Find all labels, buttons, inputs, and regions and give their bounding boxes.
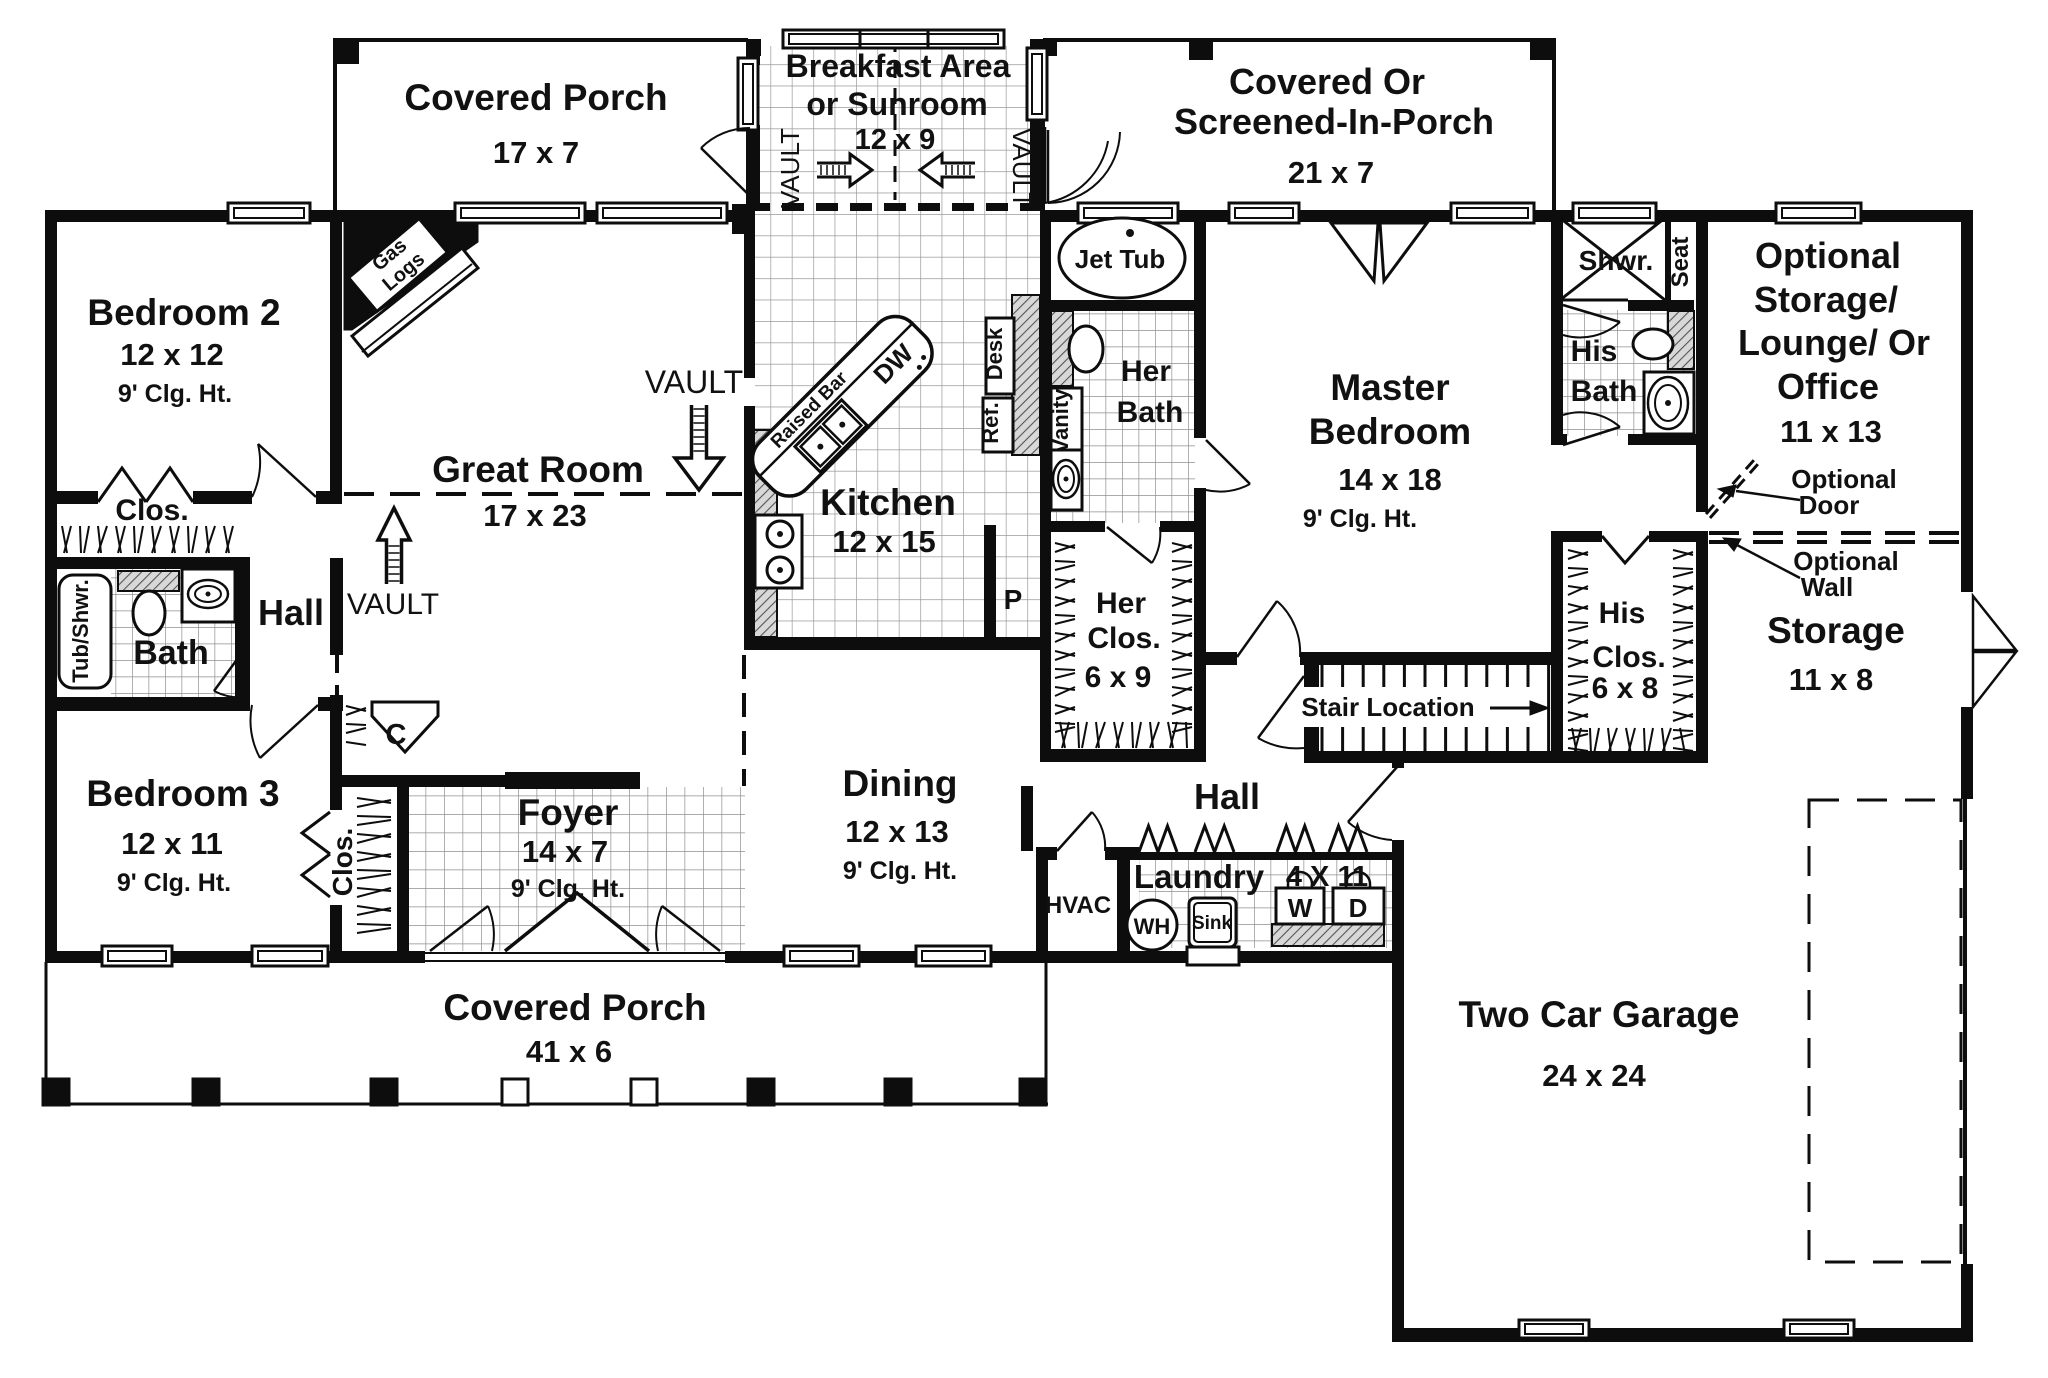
svg-text:VAULT: VAULT: [347, 588, 439, 621]
svg-text:Desk: Desk: [982, 327, 1007, 380]
svg-text:17 x 7: 17 x 7: [493, 135, 579, 170]
svg-text:Hall: Hall: [258, 592, 324, 633]
svg-text:9' Clg. Ht.: 9' Clg. Ht.: [511, 875, 625, 903]
svg-text:Vanity: Vanity: [1048, 388, 1073, 454]
svg-text:Storage: Storage: [1767, 610, 1905, 651]
svg-text:VAULT: VAULT: [645, 364, 743, 400]
svg-text:Stair Location: Stair Location: [1301, 692, 1474, 722]
svg-text:His: His: [1571, 335, 1618, 368]
svg-text:Bath: Bath: [1117, 396, 1184, 429]
svg-text:Office: Office: [1777, 366, 1879, 407]
svg-text:Seat: Seat: [1667, 237, 1694, 288]
svg-text:Her: Her: [1096, 587, 1146, 620]
svg-text:11 x 13: 11 x 13: [1780, 414, 1882, 449]
svg-text:4 X 11: 4 X 11: [1286, 861, 1368, 893]
svg-text:Bedroom 3: Bedroom 3: [86, 773, 279, 814]
svg-text:Bath: Bath: [133, 634, 209, 672]
svg-text:Tub/Shwr.: Tub/Shwr.: [68, 579, 93, 682]
svg-text:12 x 9: 12 x 9: [855, 124, 936, 156]
svg-text:Optional: Optional: [1755, 235, 1901, 276]
svg-text:Sink: Sink: [1192, 913, 1233, 934]
svg-text:Lounge/ Or: Lounge/ Or: [1738, 322, 1930, 363]
svg-text:C: C: [386, 719, 407, 751]
svg-text:Optional: Optional: [1793, 546, 1898, 576]
svg-text:9' Clg. Ht.: 9' Clg. Ht.: [118, 380, 232, 408]
svg-text:Foyer: Foyer: [518, 792, 619, 833]
svg-text:Wall: Wall: [1801, 572, 1853, 602]
svg-text:Dining: Dining: [842, 763, 957, 804]
svg-text:Master: Master: [1330, 367, 1449, 408]
svg-text:6 x 9: 6 x 9: [1085, 661, 1152, 694]
svg-text:Clos.: Clos.: [1087, 622, 1160, 655]
svg-text:Breakfast Area: Breakfast Area: [786, 48, 1011, 84]
svg-text:Laundry: Laundry: [1134, 858, 1265, 895]
svg-text:12 x 13: 12 x 13: [845, 814, 948, 849]
svg-text:Covered Porch: Covered Porch: [404, 77, 667, 118]
svg-text:Storage/: Storage/: [1754, 279, 1898, 320]
svg-text:6 x 8: 6 x 8: [1592, 672, 1659, 705]
svg-text:or Sunroom: or Sunroom: [806, 86, 987, 122]
svg-text:Covered Porch: Covered Porch: [443, 987, 706, 1028]
svg-text:Kitchen: Kitchen: [820, 482, 956, 523]
svg-text:21 x 7: 21 x 7: [1288, 155, 1374, 190]
svg-text:14 x 18: 14 x 18: [1338, 462, 1441, 497]
svg-text:Great Room: Great Room: [432, 449, 644, 490]
svg-text:12 x 15: 12 x 15: [832, 524, 935, 559]
svg-text:12 x 11: 12 x 11: [121, 826, 223, 861]
svg-text:WH: WH: [1134, 914, 1171, 939]
svg-text:9' Clg. Ht.: 9' Clg. Ht.: [1303, 505, 1417, 533]
svg-text:41 x 6: 41 x 6: [526, 1034, 612, 1069]
svg-text:Clos.: Clos.: [115, 494, 188, 527]
svg-text:Two Car Garage: Two Car Garage: [1458, 994, 1739, 1035]
svg-text:9' Clg. Ht.: 9' Clg. Ht.: [117, 869, 231, 897]
svg-text:Covered Or: Covered Or: [1229, 61, 1425, 102]
svg-text:D: D: [1349, 893, 1368, 923]
svg-text:14 x 7: 14 x 7: [522, 834, 608, 869]
svg-text:Ref.: Ref.: [978, 402, 1003, 444]
svg-text:Shwr.: Shwr.: [1579, 245, 1654, 276]
svg-text:W: W: [1288, 893, 1313, 923]
svg-text:His: His: [1599, 597, 1646, 630]
svg-text:17 x 23: 17 x 23: [483, 498, 586, 533]
svg-text:Clos.: Clos.: [1592, 641, 1665, 674]
svg-text:24 x 24: 24 x 24: [1542, 1058, 1646, 1093]
svg-text:HVAC: HVAC: [1045, 892, 1111, 919]
svg-text:12 x 12: 12 x 12: [120, 337, 223, 372]
svg-text:Door: Door: [1799, 490, 1860, 520]
svg-text:Screened-In-Porch: Screened-In-Porch: [1174, 101, 1494, 142]
svg-text:Optional: Optional: [1791, 464, 1896, 494]
svg-text:11 x 8: 11 x 8: [1789, 662, 1873, 697]
svg-text:Bedroom: Bedroom: [1309, 411, 1471, 452]
svg-text:Bedroom 2: Bedroom 2: [87, 292, 280, 333]
svg-text:P: P: [1004, 584, 1023, 615]
svg-text:Bath: Bath: [1571, 375, 1638, 408]
svg-text:Jet Tub: Jet Tub: [1075, 244, 1166, 274]
svg-text:VAULT: VAULT: [775, 128, 805, 208]
svg-text:VAULT: VAULT: [1007, 128, 1037, 208]
svg-text:Hall: Hall: [1194, 776, 1260, 817]
svg-text:9' Clg. Ht.: 9' Clg. Ht.: [843, 857, 957, 885]
svg-text:Her: Her: [1121, 355, 1171, 388]
svg-text:Clos.: Clos.: [327, 828, 358, 896]
